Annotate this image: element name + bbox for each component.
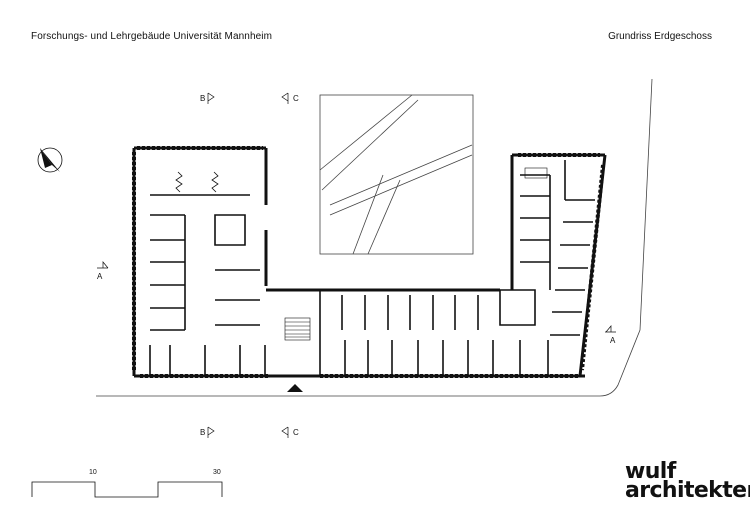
- courtyard: [319, 94, 474, 255]
- corridor-rooms: [319, 289, 549, 376]
- plan-title: Grundriss Erdgeschoss: [608, 31, 712, 42]
- logo-line-2: architekten: [625, 478, 750, 503]
- north-arrow: [37, 147, 63, 173]
- east-wing-rooms: [520, 160, 595, 336]
- section-label-c-top: C: [293, 94, 299, 103]
- west-wing-rooms: [149, 194, 266, 376]
- project-title: Forschungs- und Lehrgebäude Universität …: [31, 31, 273, 42]
- section-marks: [97, 92, 616, 438]
- section-label-b-top: B: [200, 94, 206, 103]
- main-stair: [284, 317, 311, 341]
- entrance-marker: [287, 384, 303, 392]
- section-label-a-right: A: [610, 336, 616, 345]
- scale-label-10: 10: [89, 469, 97, 476]
- section-label-a-left: A: [97, 272, 103, 281]
- section-label-b-bottom: B: [200, 428, 206, 437]
- site-boundary: [96, 78, 653, 397]
- scale-label-30: 30: [213, 469, 221, 476]
- logo-line-1: wulf: [625, 459, 676, 484]
- section-label-c-bottom: C: [293, 428, 299, 437]
- scale-bar: [31, 481, 223, 498]
- wulf-architekten-logo: wulf architekten: [625, 459, 750, 503]
- zigzag-symbols: [175, 171, 219, 193]
